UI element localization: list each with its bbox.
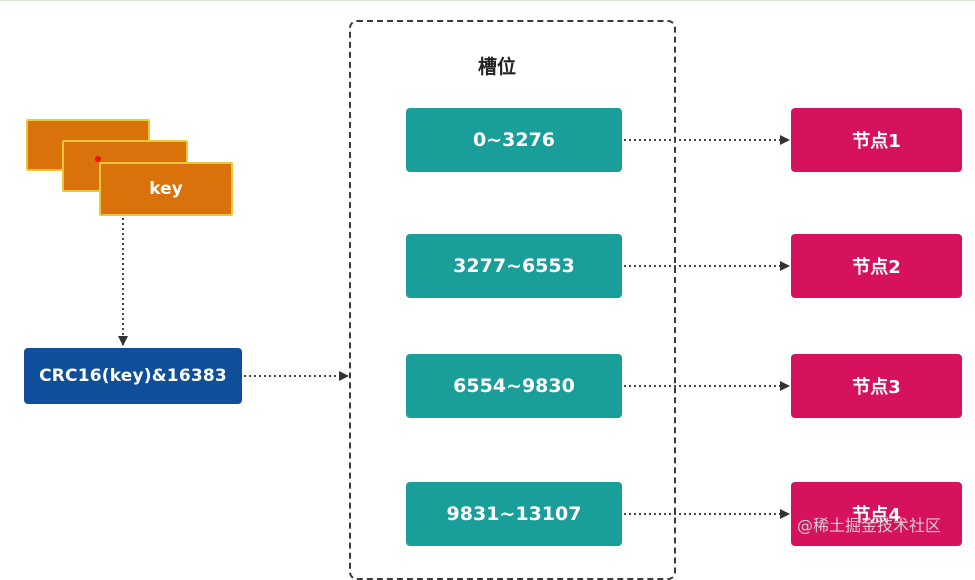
slot-range-label: 6554~9830 <box>453 375 575 397</box>
slot-range-label: 9831~13107 <box>446 503 582 525</box>
watermark: @稀土掘金技术社区 <box>797 516 942 535</box>
slot-group-title: 槽位 <box>478 56 517 78</box>
hash-function-box: CRC16(key)&16383 <box>24 348 242 404</box>
connector-layer <box>118 135 790 519</box>
key-card-front: key <box>99 162 233 216</box>
slot-range-box: 9831~13107 <box>406 482 622 546</box>
slot-range-label: 3277~6553 <box>453 255 575 277</box>
slot-range-box: 0~3276 <box>406 108 622 172</box>
node-label: 节点1 <box>852 131 901 152</box>
node-box: 节点1 <box>791 108 962 172</box>
node-label: 节点3 <box>852 377 901 398</box>
node-box: 节点4 <box>791 482 962 546</box>
top-divider <box>0 0 975 1</box>
key-marker-dot <box>95 156 101 162</box>
node-label: 节点4 <box>852 505 901 526</box>
node-label: 节点2 <box>852 257 901 278</box>
node-box: 节点3 <box>791 354 962 418</box>
key-label: key <box>149 179 183 199</box>
node-box: 节点2 <box>791 234 962 298</box>
hash-function-label: CRC16(key)&16383 <box>39 366 227 386</box>
slot-range-box: 3277~6553 <box>406 234 622 298</box>
slot-range-label: 0~3276 <box>472 129 556 151</box>
slot-range-box: 6554~9830 <box>406 354 622 418</box>
